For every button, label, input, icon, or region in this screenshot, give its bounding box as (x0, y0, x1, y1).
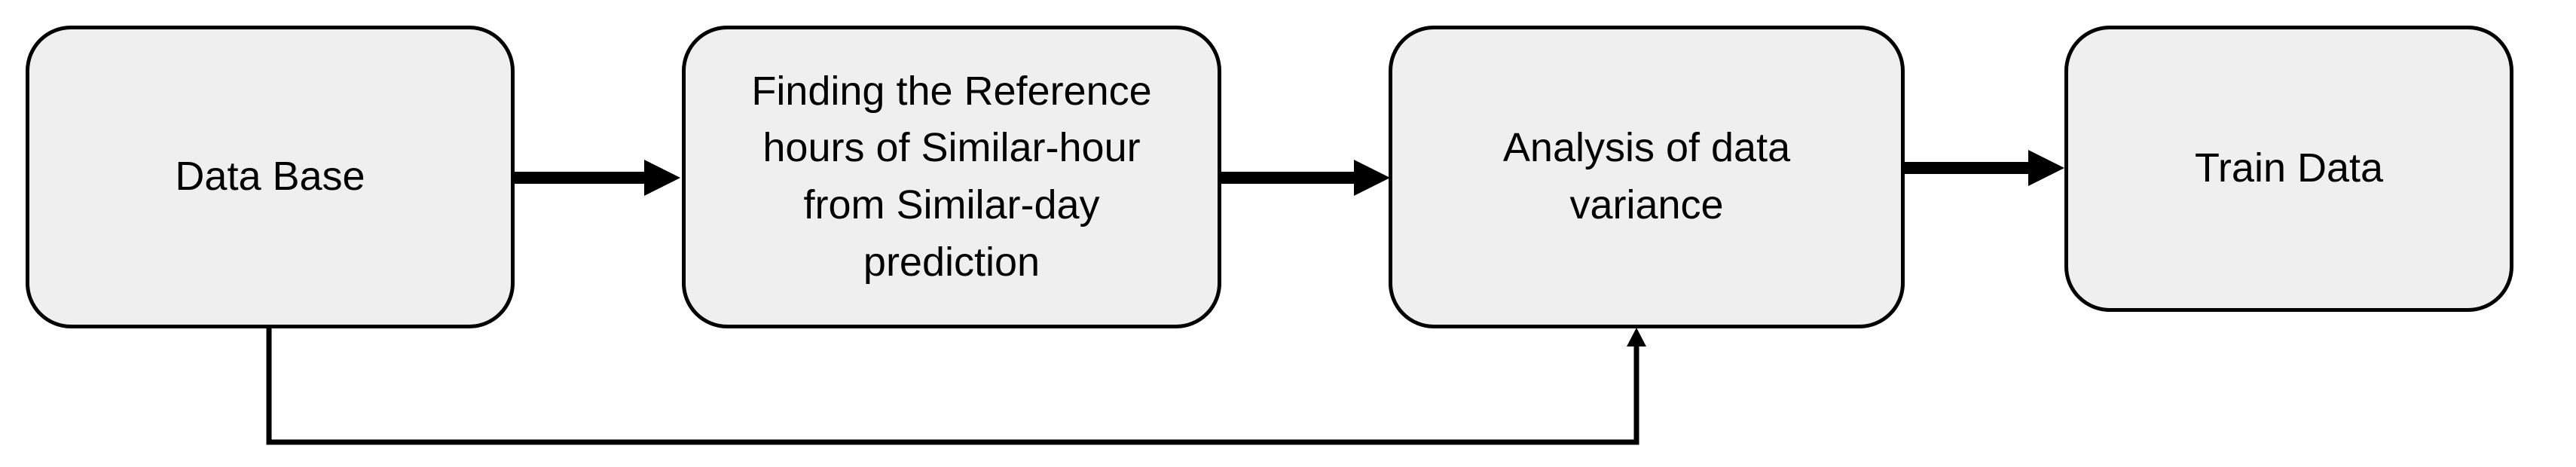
arrow-finding-to-analysis (1221, 160, 1390, 196)
train-data-box: Train Data (2064, 26, 2513, 312)
train-data-label: Train Data (2194, 145, 2384, 191)
variance-analysis-label: Analysis of data variance (1502, 125, 1791, 227)
connector-line (266, 328, 1639, 445)
arrow-head (644, 160, 680, 196)
arrow-head (2028, 150, 2064, 186)
feedback-connector-database-to-analysis (266, 328, 1646, 445)
database-box: Data Base (26, 26, 515, 328)
finding-reference-label: Finding the Reference hours of Similar-h… (751, 68, 1152, 285)
database-label: Data Base (175, 154, 365, 200)
finding-reference-box: Finding the Reference hours of Similar-h… (682, 26, 1221, 328)
arrow-head (1354, 160, 1390, 196)
arrow-database-to-finding (515, 160, 680, 196)
variance-analysis-box: Analysis of data variance (1389, 26, 1905, 328)
arrow-analysis-to-train (1905, 150, 2064, 186)
arrow-head (1627, 328, 1646, 346)
